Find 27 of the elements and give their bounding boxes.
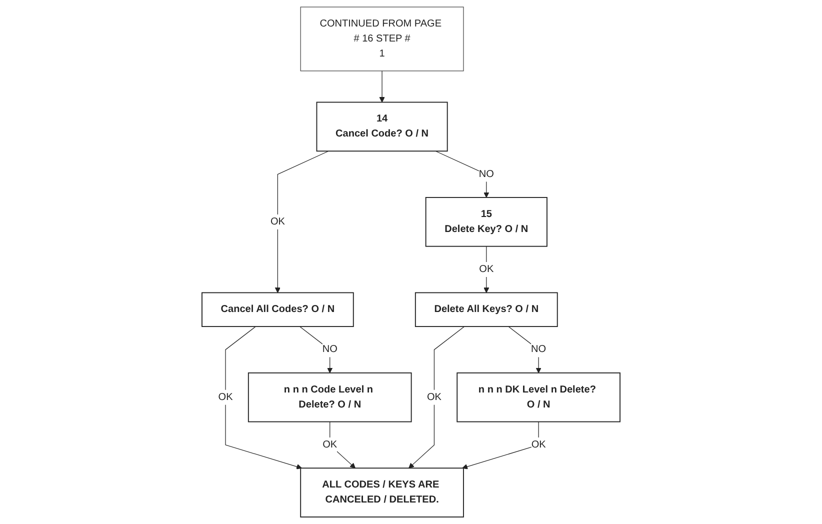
arrow [435,150,490,198]
node-box: n n n DK Level n Delete? O / N [456,372,620,422]
edge-label: OK [531,439,546,450]
arrow [225,326,302,470]
arrow [408,326,465,468]
arrow [330,421,356,468]
node-box: CONTINUED FROM PAGE # 16 STEP # 1 [300,6,464,72]
node-box: Delete All Keys? O / N [414,292,558,327]
arrow [379,70,385,102]
edge-label: NO [322,344,338,355]
arrow [508,326,542,374]
node-box: 15 Delete Key? O / N [425,197,548,247]
edge-label: OK [270,216,285,227]
edge-label: OK [322,439,338,450]
node-box: n n n Code Level n Delete? O / N [248,372,412,422]
edge-label: OK [218,392,233,402]
arrow [299,326,333,374]
edge-label: NO [478,168,494,180]
edge-label: OK [479,264,494,275]
arrow [462,421,539,470]
edge-label: NO [531,344,546,355]
node-box: ALL CODES / KEYS ARE CANCELED / DELETED. [300,468,464,518]
node-box: 14 Cancel Code? O / N [316,102,448,152]
arrow [484,246,490,293]
edge-label: OK [426,392,442,402]
arrow [274,150,329,293]
node-box: Cancel All Codes? O / N [202,292,354,327]
